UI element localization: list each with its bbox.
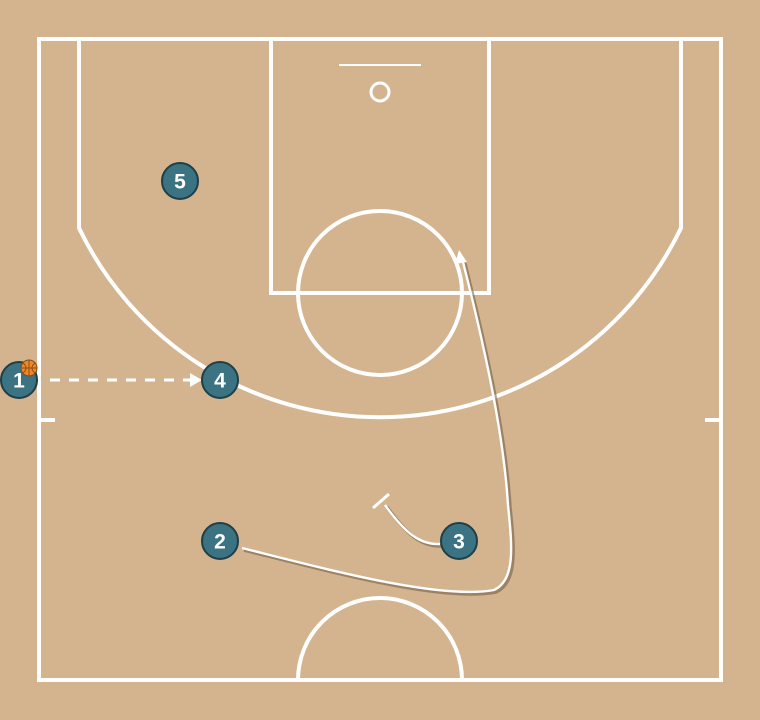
player-2-label: 2 [214,531,226,554]
player-5-label: 5 [174,171,186,194]
cut-path-player-2 [241,257,513,594]
screen-path-player-3 [384,504,441,546]
paint-lane [269,37,491,295]
pass-arrowhead [190,373,202,387]
three-point-line [77,39,683,420]
rim [369,81,391,103]
free-throw-circle [296,209,464,377]
ball-icon [20,359,38,377]
player-1-label: 1 [13,370,25,393]
player-5: 5 [161,162,199,200]
screen-bar [372,492,390,510]
center-circle [296,596,464,681]
player-3: 3 [440,522,478,560]
cut-arrowhead [455,250,467,264]
player-3-label: 3 [453,531,465,554]
player-4: 4 [201,361,239,399]
player-4-label: 4 [214,370,226,393]
player-2: 2 [201,522,239,560]
